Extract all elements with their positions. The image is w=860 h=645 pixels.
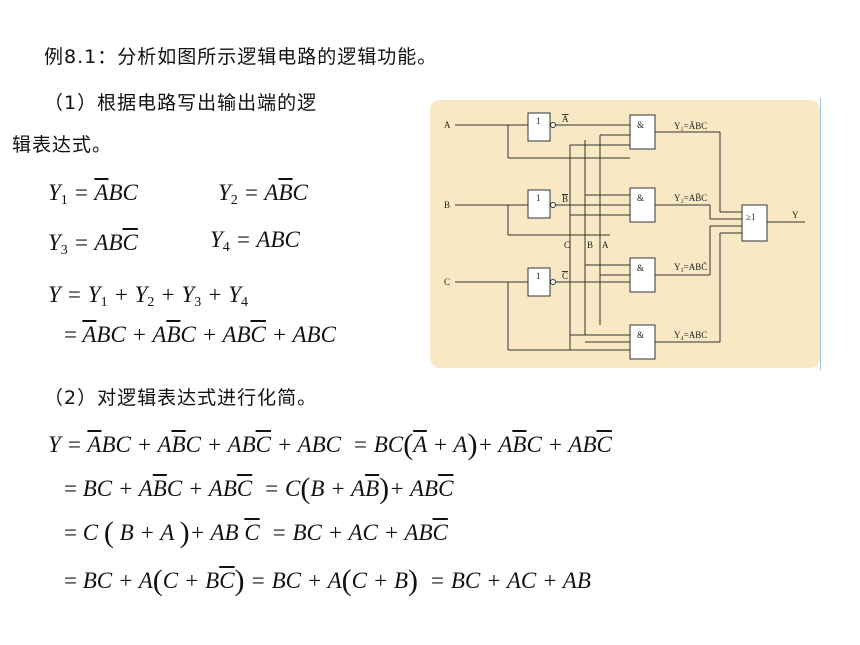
and-gate-1-label: & bbox=[637, 120, 644, 130]
gate-output-y3: Y₃=ABC̄ bbox=[674, 262, 707, 272]
not-gate-b-label: 1 bbox=[536, 193, 541, 203]
circuit-svg: A B C 1 1 1 A B C C B A & & & & Y₁=ĀBC Y… bbox=[444, 112, 805, 360]
step2-heading: （2）对逻辑表达式进行化简。 bbox=[44, 387, 318, 409]
and-gate-2-label: & bbox=[637, 193, 644, 203]
output-y-label: Y bbox=[792, 210, 799, 220]
bus-label-a: A bbox=[602, 240, 609, 250]
gate-output-y2: Y₂=AB̄C bbox=[674, 193, 707, 203]
bus-label-b: B bbox=[587, 240, 593, 250]
and-gate-4-label: & bbox=[637, 330, 644, 340]
step1-line1: （1）根据电路写出输出端的逻 bbox=[44, 92, 318, 114]
and-gate-3-label: & bbox=[637, 263, 644, 273]
input-b-label: B bbox=[444, 200, 450, 210]
divider-line bbox=[820, 98, 821, 370]
simplify-line-4: = BC + A(C + BC) = BC + A(C + B) = BC + … bbox=[64, 564, 591, 597]
or-gate-label: ≥1 bbox=[746, 212, 755, 222]
logic-circuit-diagram: A B C 1 1 1 A B C C B A & & & & Y₁=ĀBC Y… bbox=[430, 100, 820, 368]
expr-y-sum: Y = Y1 + Y2 + Y3 + Y4 bbox=[48, 282, 249, 310]
bus-label-c: C bbox=[564, 240, 570, 250]
simplify-line-1: Y = ABC + ABC + ABC + ABC = BC(A + A)+ A… bbox=[48, 428, 612, 461]
not-gate-a-label: 1 bbox=[536, 116, 541, 126]
inverted-b-label: B bbox=[562, 194, 568, 204]
step1-line2: 辑表达式。 bbox=[12, 134, 113, 156]
input-a-label: A bbox=[444, 120, 451, 130]
expr-y4: Y4 = ABC bbox=[210, 227, 300, 255]
gate-output-y4: Y₄=ABC bbox=[674, 330, 707, 340]
simplify-line-3: = C ( B + A )+ AB C = BC + AC + ABC bbox=[64, 516, 448, 549]
inverted-c-label: C bbox=[562, 271, 568, 281]
expr-y2: Y2 = ABC bbox=[218, 180, 308, 208]
input-c-label: C bbox=[444, 277, 450, 287]
expr-y1: Y1 = ABC bbox=[48, 180, 138, 208]
gate-output-y1: Y₁=ĀBC bbox=[674, 121, 707, 131]
expr-y-expanded: = ABC + ABC + ABC + ABC bbox=[64, 322, 336, 347]
example-title: 例8.1：分析如图所示逻辑电路的逻辑功能。 bbox=[44, 46, 438, 68]
expr-y3: Y3 = ABC bbox=[48, 230, 138, 258]
not-gate-c-label: 1 bbox=[536, 271, 541, 281]
simplify-line-2: = BC + ABC + ABC = C(B + AB)+ ABC bbox=[64, 472, 454, 505]
inverted-a-label: A bbox=[562, 114, 569, 124]
